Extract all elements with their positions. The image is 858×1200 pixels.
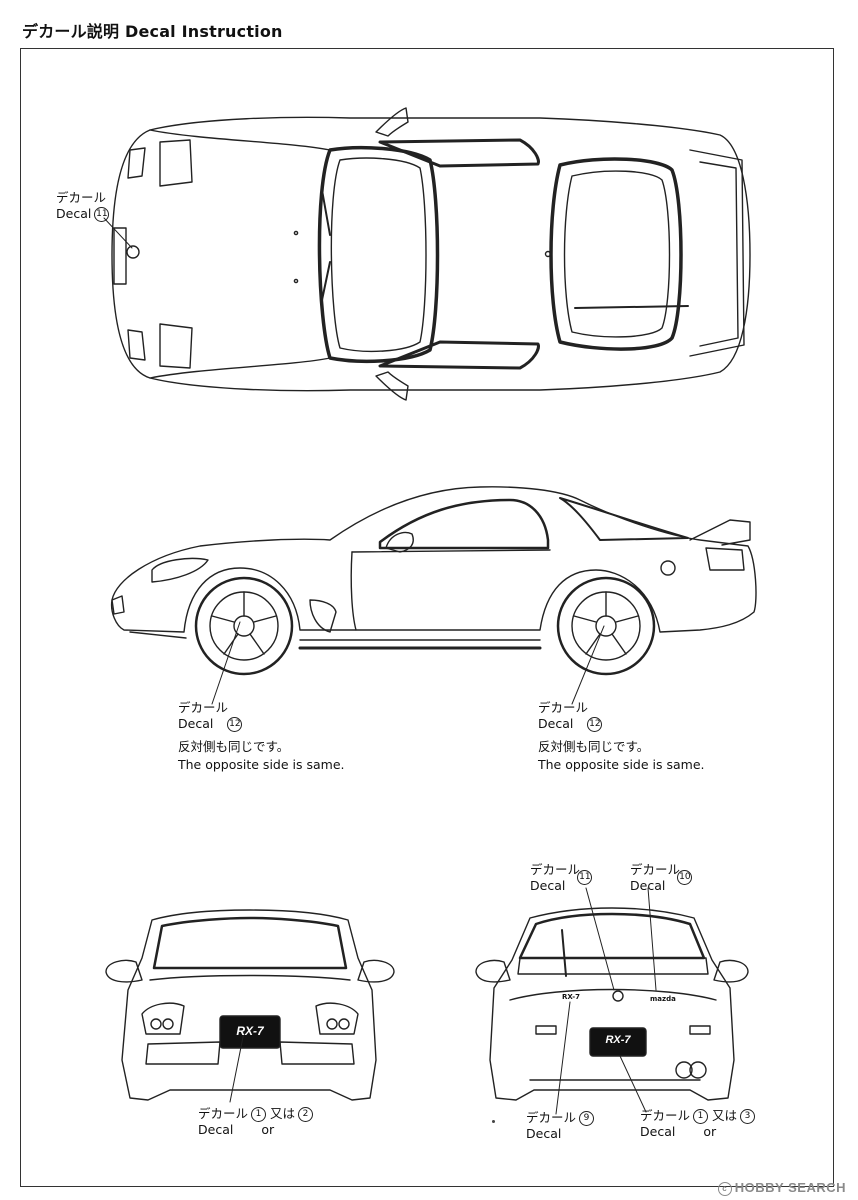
label-en: Decal <box>526 1126 562 1141</box>
label-jp: デカール <box>530 862 581 877</box>
decal-number: 11 <box>94 207 110 222</box>
decal-number: 12 <box>587 717 603 732</box>
watermark-text: HOBBY SEARCH <box>734 1180 846 1196</box>
label-jp: デカール <box>538 700 589 715</box>
label-jp: デカール <box>198 1106 249 1121</box>
note-right: 反対側も同じです。 The opposite side is same. <box>538 738 705 774</box>
or-en: or <box>261 1122 275 1137</box>
decal-number: 10 <box>677 870 693 885</box>
decal-number-2: 2 <box>298 1107 314 1122</box>
rear-view-drawing <box>475 887 749 1115</box>
label-jp-row: デカール <box>530 862 592 878</box>
label-en: Decal <box>530 878 566 893</box>
note-left: 反対側も同じです。 The opposite side is same. <box>178 738 345 774</box>
label-side-rear-decal: デカール Decal 12 <box>538 700 603 732</box>
label-rear-mazda-decal: デカール Decal 10 <box>630 862 693 894</box>
label-en-row: Decal 10 <box>630 870 693 894</box>
decal-number-1: 1 <box>693 1109 709 1124</box>
decal-number-2: 3 <box>740 1109 756 1124</box>
label-jp-row: デカール <box>630 862 692 878</box>
label-en-row: Decal 12 <box>178 716 243 732</box>
or-jp: 又は <box>270 1106 296 1121</box>
rear-badge-mazda: mazda <box>650 995 676 1003</box>
note-en: The opposite side is same. <box>178 757 345 772</box>
label-jp: デカール <box>178 700 229 715</box>
label-side-front-decal: デカール Decal 12 <box>178 700 243 732</box>
label-en: Decal <box>56 206 92 221</box>
label-en: Decal <box>630 878 666 893</box>
label-en: Decal <box>538 716 574 731</box>
label-en-row: Decal 12 <box>538 716 603 732</box>
decal-number: 9 <box>579 1111 595 1126</box>
rear-badge-rx7: RX-7 <box>562 993 580 1001</box>
label-en: Decal <box>640 1124 676 1139</box>
sheet-frame <box>20 48 834 1187</box>
label-en: Decal <box>178 716 214 731</box>
note-jp: 反対側も同じです。 <box>538 739 650 754</box>
page-title: デカール説明 Decal Instruction <box>22 22 283 41</box>
label-en: Decal <box>198 1122 234 1137</box>
label-jp: デカール <box>640 1108 691 1123</box>
label-en-row: Decal 11 <box>530 870 593 894</box>
top-view-drawing <box>103 107 751 401</box>
decal-number: 11 <box>577 870 593 885</box>
frame-top-rule <box>20 48 834 49</box>
note-en: The opposite side is same. <box>538 757 705 772</box>
rear-plate-text: RX-7 <box>605 1034 631 1046</box>
note-jp: 反対側も同じです。 <box>178 739 290 754</box>
side-view-drawing <box>110 486 757 705</box>
label-en-row: Decal or <box>198 1122 313 1138</box>
or-en: or <box>703 1124 717 1139</box>
copyright-icon: c <box>717 1182 732 1196</box>
label-jp: デカール <box>526 1110 577 1125</box>
stray-dot <box>492 1120 495 1123</box>
label-jp: デカール <box>630 862 681 877</box>
label-jp: デカール <box>56 190 107 205</box>
label-rear-emblem-decal: デカール Decal 11 <box>530 862 593 894</box>
decal-number: 12 <box>227 717 243 732</box>
decal-number-1: 1 <box>251 1107 267 1122</box>
front-view-drawing <box>105 909 395 1103</box>
front-plate-text: RX-7 <box>236 1024 264 1038</box>
label-en-row: Decal or <box>640 1124 755 1140</box>
or-jp: 又は <box>712 1108 738 1123</box>
